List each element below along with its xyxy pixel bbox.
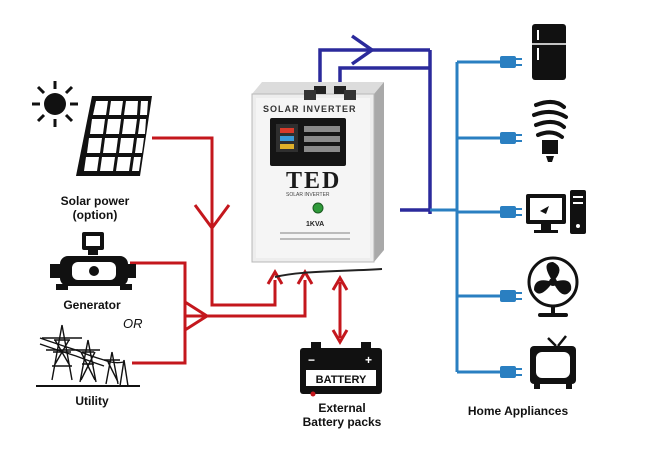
plug-icon [500, 290, 522, 302]
svg-text:+: + [365, 353, 372, 367]
battery-label: BATTERY [316, 374, 367, 386]
appliance-bus [430, 60, 502, 374]
cfl-bulb-icon [532, 100, 568, 162]
plug-icon [500, 56, 522, 68]
plug-icon [500, 132, 522, 144]
battery-link-arrow [331, 275, 349, 345]
power-pylon-icon [36, 324, 140, 387]
home-appliances-label: Home Appliances [467, 404, 569, 418]
inverter-power-button [312, 202, 324, 214]
generator-icon [50, 232, 136, 290]
generator-label: Generator [63, 298, 121, 312]
tv-icon [530, 335, 576, 389]
desktop-computer-icon [526, 190, 586, 234]
plug-icon [500, 366, 522, 378]
desk-fan-icon [527, 256, 579, 317]
plugs [500, 56, 522, 378]
plug-icon [500, 206, 522, 218]
battery-icon: BATTERY − + [300, 342, 382, 397]
inverter-bottom-wire [274, 268, 383, 278]
inverter-brand: TED [286, 168, 341, 194]
ac-input-lines [130, 136, 314, 365]
solar-inverter-unit: SOLAR INVERTER TED SOLAR INVERTER 1KVA [251, 82, 384, 263]
solar-power-label: Solar power (option) [60, 194, 130, 222]
svg-text:−: − [308, 353, 315, 367]
sun-icon [32, 81, 78, 127]
inverter-rating: 1KVA [306, 221, 324, 228]
or-label: OR [123, 316, 143, 331]
solar-panel-icon [76, 96, 152, 176]
utility-label: Utility [75, 394, 109, 408]
inverter-subbrand: SOLAR INVERTER [286, 192, 330, 198]
fridge-icon [532, 24, 566, 80]
output-lines [318, 34, 432, 214]
battery-caption: External Battery packs [302, 401, 382, 429]
inverter-header: SOLAR INVERTER [263, 104, 357, 114]
